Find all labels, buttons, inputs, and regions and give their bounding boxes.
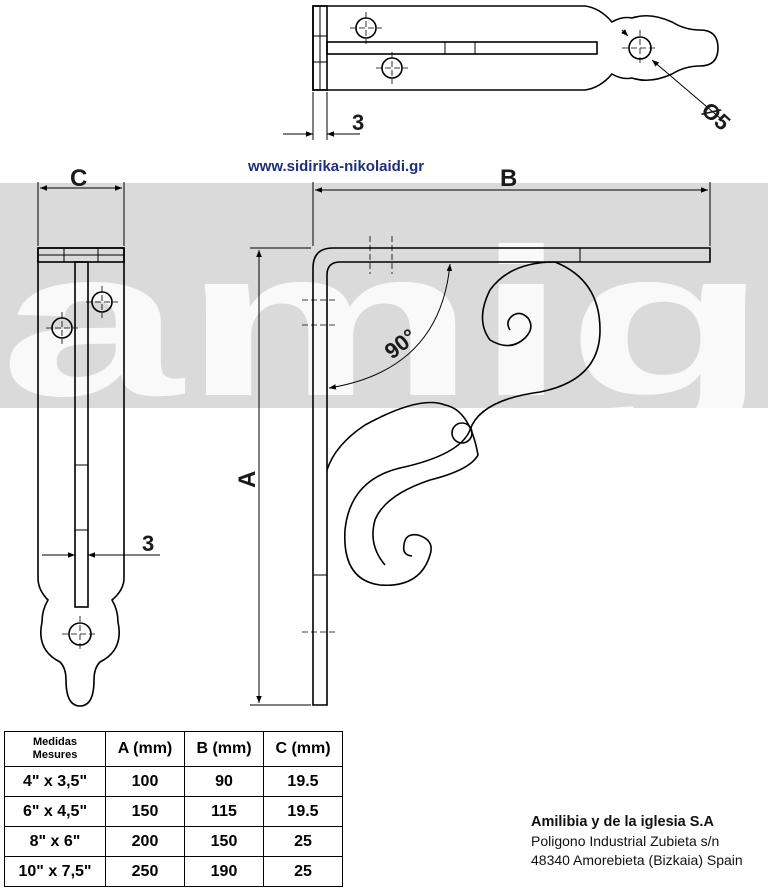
cell-b: 190 [184,856,264,887]
cell-b: 90 [184,766,264,797]
width-c-label: C [70,165,87,192]
company-address-line2: 48340 Amorebieta (Bizkaia) Spain [531,852,743,868]
site-url[interactable]: www.sidirika-nikolaidi.gr [248,158,425,175]
side-plate-outline [37,247,125,707]
watermark-text: amig [0,205,768,440]
table-row: 8" x 6" 200 150 25 [4,826,343,857]
table-header-row: Medidas Mesures A (mm) B (mm) C (mm) [4,731,343,767]
cell-a: 250 [105,856,185,887]
company-name: Amilibia y de la iglesia S.A [531,814,714,830]
height-a-dimension [250,247,311,706]
sizes-table: Medidas Mesures A (mm) B (mm) C (mm) 4" … [4,731,343,887]
thickness-top-dimension [283,92,360,140]
cell-c: 25 [263,826,343,857]
top-slot [326,41,598,55]
header-c: C (mm) [263,731,343,767]
table-row: 6" x 4,5" 150 115 19.5 [4,796,343,827]
cell-size: 4" x 3,5" [4,766,106,797]
cell-b: 150 [184,826,264,857]
cell-size: 6" x 4,5" [4,796,106,827]
header-size: Medidas Mesures [4,731,106,767]
header-size-line2: Mesures [32,749,78,761]
cell-c: 25 [263,856,343,887]
side-view [37,247,125,707]
table-row: 10" x 7,5" 250 190 25 [4,856,343,887]
cell-c: 19.5 [263,766,343,797]
bracket-scroll-lower [326,401,479,566]
height-a-label: A [234,471,261,488]
bracket-angle-outline [312,247,711,706]
width-c-dimension [37,182,125,246]
table-row: 4" x 3,5" 100 90 19.5 [4,766,343,797]
cell-c: 19.5 [263,796,343,827]
bracket-hole [451,422,473,444]
header-b: B (mm) [184,731,264,767]
top-plate-outline [312,5,719,91]
bracket-front-view [302,236,711,706]
bracket-curl-top [481,261,556,347]
length-b-dimension [312,182,711,246]
header-size-line1: Medidas [32,736,77,748]
company-info: Amilibia y de la iglesia S.A Poligono In… [531,813,768,870]
watermark: amig [0,183,768,440]
top-view [312,5,719,91]
cell-size: 10" x 7,5" [4,856,106,887]
cell-size: 8" x 6" [4,826,106,857]
bracket-scroll-upper [344,261,601,587]
hole-diameter-dimension [621,29,721,119]
company-address-line1: Poligono Industrial Zubieta s/n [531,833,720,849]
cell-a: 200 [105,826,185,857]
thickness-top-label: 3 [352,110,364,135]
length-b-label: B [500,165,517,192]
cell-a: 150 [105,796,185,827]
cell-a: 100 [105,766,185,797]
thickness-side-label: 3 [142,531,154,556]
header-a: A (mm) [105,731,185,767]
cell-b: 115 [184,796,264,827]
side-slot [74,261,89,608]
angle-dimension [328,263,453,390]
